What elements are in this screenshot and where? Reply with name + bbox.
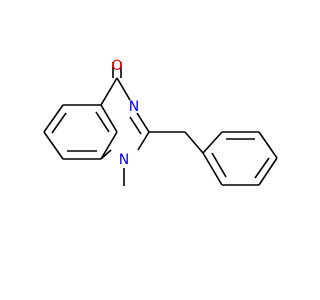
- pyrimidinone-ring: [100, 77, 150, 160]
- phenyl-ring: [202, 131, 278, 186]
- atom-label-n1: N: [119, 152, 129, 168]
- bond-ph6-ph1: [202, 152, 223, 186]
- bond-c6-c7: [43, 131, 64, 160]
- bond-n3-c2: [136, 112, 150, 133]
- benzene-ring-fused: [43, 104, 118, 160]
- bond-c8-c8a: [100, 131, 118, 160]
- bond-c8a-c4a: [100, 104, 118, 133]
- bond-ph3-ph4: [258, 131, 278, 159]
- ethyl-linker: [149, 131, 204, 154]
- bond-ch2a-ch2b: [184, 131, 204, 154]
- atom-label-n3: N: [129, 99, 139, 115]
- bond-n3-c2-inner: [129, 116, 142, 135]
- carbonyl-group: [112, 62, 122, 78]
- bond-ph1-ph2: [202, 131, 223, 154]
- bond-ph6-ph1-inner: [211, 152, 227, 178]
- bond-c4-n3: [116, 77, 131, 101]
- molecule-structure-diagram: O N N: [43, 58, 278, 186]
- bond-n1-c8a: [100, 149, 112, 160]
- bond-c4a-c4: [100, 77, 118, 106]
- bond-ph4-ph5-inner: [254, 157, 270, 179]
- atom-label-oxygen: O: [111, 58, 122, 74]
- bond-c2-n1: [137, 131, 150, 151]
- bond-ph4-ph5: [258, 157, 278, 186]
- bond-c8a-c4a-inner: [95, 111, 110, 133]
- bond-c5-c6: [43, 104, 64, 133]
- bond-c5-c6-inner: [51, 112, 67, 134]
